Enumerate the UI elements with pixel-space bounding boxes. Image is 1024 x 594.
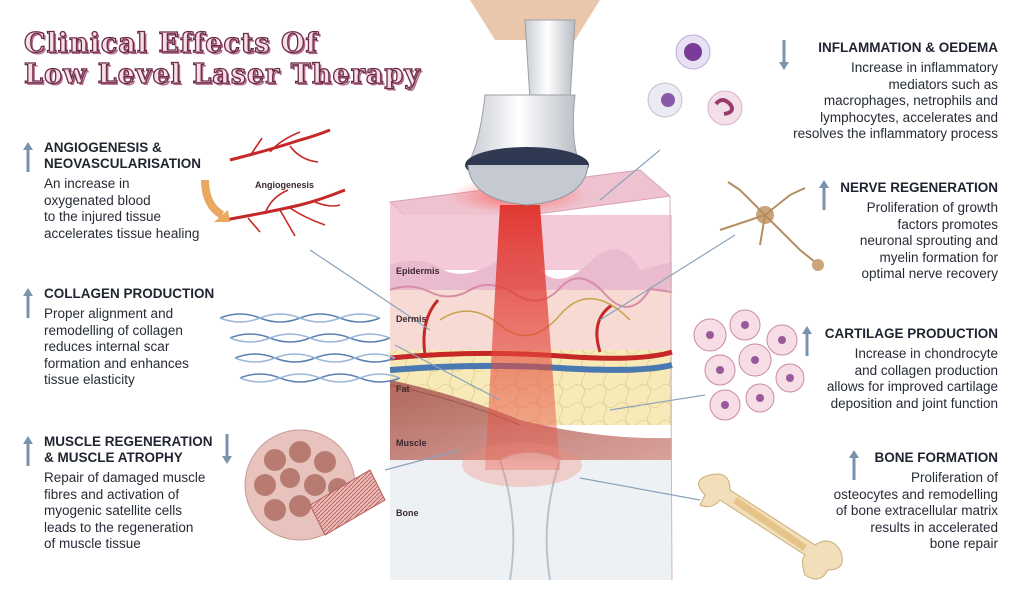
increase-arrow-icon [23, 436, 33, 466]
nerve-block: Nerve Regeneration Proliferation of grow… [840, 180, 998, 283]
pointer-lines [309, 149, 736, 501]
cartilage-block: Cartilage Production Increase in chondro… [825, 326, 998, 412]
muscle-heading: Muscle Regeneration [44, 434, 213, 449]
increase-arrow-icon [23, 288, 33, 318]
blood-vessel-icon [224, 128, 346, 237]
collagen-fiber-icon [219, 313, 401, 383]
bone-label: Bone [396, 508, 419, 518]
inflammation-heading: Inflammation & Oedema [818, 40, 998, 55]
collagen-description: Proper alignment and remodelling of coll… [44, 306, 189, 387]
increase-arrow-icon [849, 450, 859, 480]
nerve-description: Proliferation of growth factors promotes… [859, 200, 998, 281]
inflammation-description: Increase in inflammatory mediators such … [793, 60, 998, 141]
bone-block: Bone Formation Proliferation of osteocyt… [834, 450, 998, 553]
angiogenesis-heading-2: Neovascularisation [44, 156, 202, 171]
muscle-heading-2: & Muscle Atrophy [44, 450, 183, 465]
increase-arrow-icon [819, 180, 829, 210]
muscle-label: Muscle [396, 438, 427, 448]
bone-icon [698, 473, 843, 580]
neuron-icon [719, 181, 824, 271]
immune-cells-icon [647, 34, 743, 126]
cartilage-description: Increase in chondrocyte and collagen pro… [826, 346, 998, 411]
bone-heading: Bone Formation [874, 450, 999, 465]
angiogenesis-description: An increase in oxygenated blood to the i… [44, 176, 200, 241]
cartilage-heading: Cartilage Production [824, 326, 998, 341]
muscle-description: Repair of damaged muscle fibres and acti… [44, 470, 206, 551]
collagen-block: Collagen Production Proper alignment and… [44, 286, 214, 389]
angiogenesis-block: Angiogenesis & Neovascularisation An inc… [44, 140, 201, 242]
laser-device-icon [465, 0, 600, 206]
collagen-heading: Collagen Production [44, 286, 215, 301]
chondrocyte-icon [693, 309, 805, 421]
dermis-label: Dermis [396, 314, 427, 324]
increase-arrow-icon [23, 142, 33, 172]
muscle-block: Muscle Regeneration & Muscle Atrophy Rep… [44, 434, 213, 553]
decrease-arrow-icon [779, 40, 789, 70]
page-title: Clinical Effects Of Low Level Laser Ther… [23, 27, 421, 90]
increase-arrow-icon [802, 326, 812, 356]
decrease-arrow-icon [222, 434, 232, 464]
epidermis-label: Epidermis [396, 266, 440, 276]
muscle-fiber-icon [244, 429, 386, 541]
title-line-1: Clinical Effects Of [23, 27, 319, 59]
nerve-heading: Nerve Regeneration [840, 180, 998, 195]
curved-arrow-icon [201, 179, 225, 219]
title-line-2: Low Level Laser Therapy [23, 58, 421, 90]
angiogenesis-label: Angiogenesis [255, 180, 315, 190]
bone-description: Proliferation of osteocytes and remodell… [833, 470, 998, 551]
laser-beam [485, 205, 560, 470]
fat-label: Fat [396, 384, 410, 394]
angiogenesis-heading: Angiogenesis & [44, 140, 162, 155]
inflammation-block: Inflammation & Oedema Increase in inflam… [793, 40, 998, 143]
